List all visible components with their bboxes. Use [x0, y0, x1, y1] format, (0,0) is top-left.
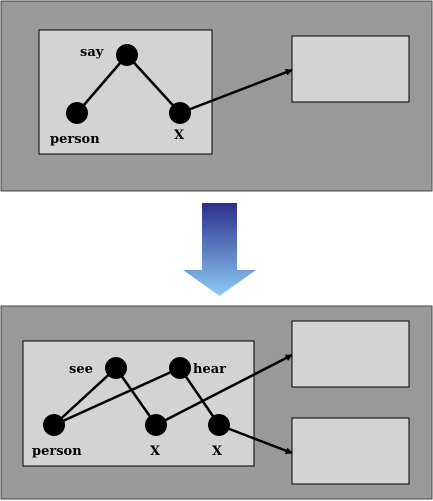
- transformation-arrow-icon: [183, 203, 256, 296]
- node-x-second: [208, 414, 230, 436]
- edge-say-person: [76, 54, 128, 114]
- pointer-arrow-top: [179, 68, 293, 115]
- label-see: see: [69, 362, 93, 377]
- label-person-bottom: person: [32, 444, 82, 459]
- label-say: say: [80, 45, 104, 60]
- bottom-target-box-1: [291, 320, 410, 388]
- node-say: [116, 44, 138, 66]
- edge-see-person: [53, 367, 117, 426]
- node-hear: [169, 357, 191, 379]
- pointer-arrow-bottom-2: [218, 423, 293, 455]
- edge-hear-person: [53, 366, 181, 427]
- node-person: [66, 102, 88, 124]
- edge-hear-x2: [178, 367, 221, 426]
- bottom-panel: see hear person X X: [0, 305, 433, 500]
- label-hear: hear: [193, 362, 226, 377]
- edge-see-x1: [114, 367, 158, 426]
- top-panel: say person X: [0, 0, 433, 192]
- bottom-graph-box: [22, 340, 255, 467]
- node-x-first: [145, 414, 167, 436]
- pointer-arrow-bottom-1: [155, 353, 293, 427]
- node-see: [105, 357, 127, 379]
- edge-say-x: [126, 54, 181, 114]
- label-person: person: [50, 132, 100, 147]
- label-x: X: [174, 128, 185, 143]
- node-x: [169, 102, 191, 124]
- bottom-target-box-2: [291, 417, 410, 485]
- label-x-first: X: [150, 444, 161, 459]
- label-x-second: X: [212, 444, 223, 459]
- top-target-box: [291, 35, 410, 103]
- node-person-bottom: [43, 414, 65, 436]
